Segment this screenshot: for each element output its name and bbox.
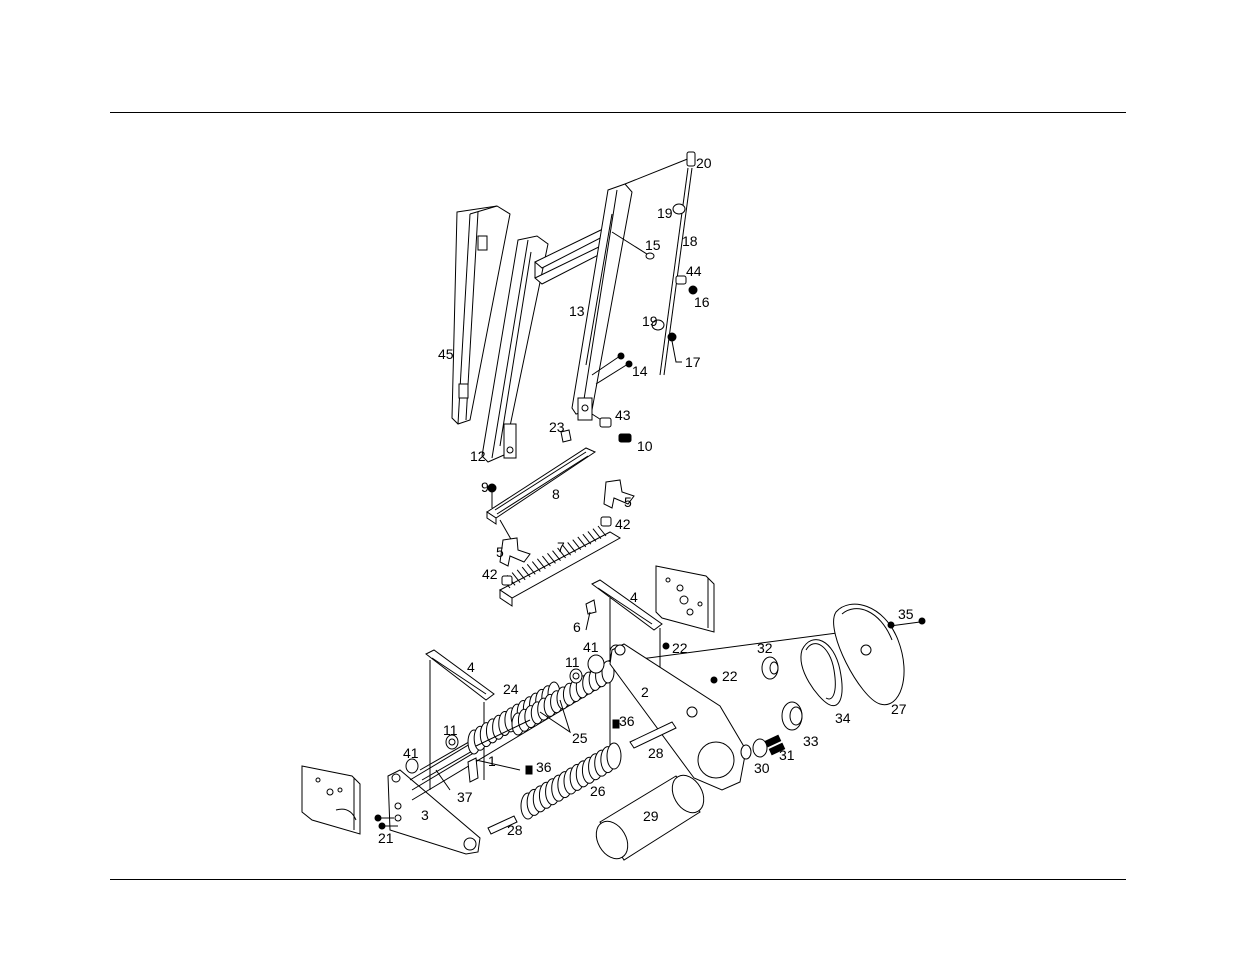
callout-7: 7: [557, 539, 565, 555]
side-plate-left: [302, 766, 360, 834]
callout-25: 25: [572, 730, 588, 746]
roller-ring: [607, 743, 621, 769]
callout-31: 31: [779, 747, 795, 763]
callout-36: 36: [619, 713, 635, 729]
callout-1: 1: [488, 753, 496, 769]
callout-42: 42: [482, 566, 498, 582]
callout-4: 4: [467, 659, 475, 675]
strip-4-lower: [426, 650, 494, 790]
callout-33: 33: [803, 733, 819, 749]
callout-41: 41: [583, 639, 599, 655]
callout-5: 5: [496, 544, 504, 560]
callout-34: 34: [835, 710, 851, 726]
callout-28: 28: [507, 822, 523, 838]
callout-5: 5: [624, 494, 632, 510]
callout-9: 9: [481, 479, 489, 495]
callout-14: 14: [632, 363, 648, 379]
callout-28: 28: [648, 745, 664, 761]
callout-13: 13: [569, 303, 585, 319]
rib: [537, 559, 545, 569]
rib: [578, 537, 586, 547]
bar-8: [487, 448, 595, 524]
rib: [583, 534, 591, 544]
rib: [593, 529, 601, 539]
callout-16: 16: [694, 294, 710, 310]
callout-19: 19: [657, 205, 673, 221]
rib: [598, 526, 606, 536]
callout-29: 29: [643, 808, 659, 824]
callout-27: 27: [891, 701, 907, 717]
side-plate-right: [656, 566, 714, 632]
callout-42: 42: [615, 516, 631, 532]
pulleys-30-33: [741, 657, 802, 759]
callout-30: 30: [754, 760, 770, 776]
callout-35: 35: [898, 606, 914, 622]
callout-6: 6: [573, 619, 581, 635]
callout-20: 20: [696, 155, 712, 171]
callout-24: 24: [503, 681, 519, 697]
rib: [542, 556, 550, 566]
callout-10: 10: [637, 438, 653, 454]
callout-44: 44: [686, 263, 702, 279]
rib: [522, 567, 530, 577]
callout-22: 22: [722, 668, 738, 684]
callout-19: 19: [642, 313, 658, 329]
rib: [588, 531, 596, 541]
callout-23: 23: [549, 419, 565, 435]
callout-8: 8: [552, 486, 560, 502]
callout-15: 15: [645, 237, 661, 253]
guide-rail-13: [572, 158, 690, 420]
belts-34-27: [801, 604, 904, 706]
rib: [573, 540, 581, 550]
roller-26: [521, 743, 621, 819]
bar-7: [500, 520, 620, 606]
callout-43: 43: [615, 407, 631, 423]
rib: [547, 553, 555, 563]
callout-11: 11: [565, 654, 580, 670]
callout-4: 4: [630, 589, 638, 605]
rib: [527, 564, 535, 574]
callout-18: 18: [682, 233, 698, 249]
callout-32: 32: [757, 640, 773, 656]
callout-26: 26: [590, 783, 606, 799]
rib: [532, 562, 540, 572]
callout-12: 12: [470, 448, 486, 464]
callout-37: 37: [457, 789, 473, 805]
callout-22: 22: [672, 640, 688, 656]
callout-45: 45: [438, 346, 454, 362]
callout-11: 11: [443, 722, 458, 738]
callout-21: 21: [378, 830, 394, 846]
callout-3: 3: [421, 807, 429, 823]
rib: [568, 542, 576, 552]
callout-2: 2: [641, 684, 649, 700]
callout-36: 36: [536, 759, 552, 775]
callout-17: 17: [685, 354, 701, 370]
callout-41: 41: [403, 745, 419, 761]
